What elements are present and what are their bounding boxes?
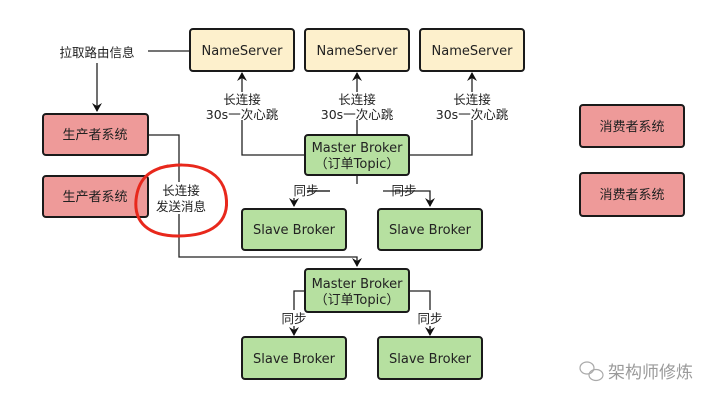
heartbeat-line-3 bbox=[409, 120, 473, 156]
send-line bbox=[148, 134, 362, 267]
send-label-2: 发送消息 bbox=[156, 199, 206, 214]
slave-label: Slave Broker bbox=[389, 223, 472, 238]
master-label: Master Broker bbox=[312, 277, 404, 292]
sync-label-2a: 同步 bbox=[281, 311, 306, 326]
producer-label: 生产者系统 bbox=[62, 190, 127, 205]
sync-arrow-1b bbox=[384, 190, 435, 207]
producer-2: 生产者系统 bbox=[42, 175, 149, 218]
watermark-text: 架构师修炼 bbox=[608, 363, 693, 383]
boxes: NameServer NameServer NameServer 生产者系统 生… bbox=[42, 28, 685, 380]
consumer-label: 消费者系统 bbox=[599, 120, 664, 135]
send-label-1: 长连接 bbox=[162, 183, 200, 198]
slave-broker-2a: Slave Broker bbox=[241, 336, 347, 380]
nameserver-label: NameServer bbox=[317, 44, 399, 59]
nameserver-2: NameServer bbox=[304, 28, 410, 72]
master-topic: （订单Topic） bbox=[315, 157, 400, 172]
sync-label-1a: 同步 bbox=[293, 183, 318, 198]
consumer-label: 消费者系统 bbox=[599, 188, 664, 203]
consumer-1: 消费者系统 bbox=[579, 104, 685, 148]
nameserver-label: NameServer bbox=[432, 44, 514, 59]
master-label: Master Broker bbox=[312, 141, 404, 156]
heartbeat-label-3b: 30s一次心跳 bbox=[436, 107, 509, 122]
slave-broker-2b: Slave Broker bbox=[377, 336, 483, 380]
producer-1: 生产者系统 bbox=[42, 113, 149, 156]
nameserver-3: NameServer bbox=[419, 28, 525, 72]
master-broker-2: Master Broker （订单Topic） bbox=[304, 268, 410, 313]
nameserver-label: NameServer bbox=[202, 44, 284, 59]
sync-line-2a bbox=[293, 290, 305, 310]
slave-label: Slave Broker bbox=[253, 352, 336, 367]
route-label: 拉取路由信息 bbox=[59, 45, 134, 60]
sync-label-1b: 同步 bbox=[391, 183, 416, 198]
heartbeat-label-1b: 30s一次心跳 bbox=[206, 107, 279, 122]
heartbeat-label-3a: 长连接 bbox=[453, 92, 491, 107]
sync-line-2b bbox=[409, 290, 431, 310]
sync-label-2b: 同步 bbox=[417, 311, 442, 326]
wechat-icon bbox=[579, 361, 604, 382]
slave-broker-1b: Slave Broker bbox=[377, 208, 483, 251]
consumer-2: 消费者系统 bbox=[579, 172, 685, 217]
heartbeat-labels: 长连接 30s一次心跳 长连接 30s一次心跳 长连接 30s一次心跳 bbox=[206, 92, 509, 122]
nameserver-1: NameServer bbox=[189, 28, 295, 72]
master-topic: （订单Topic） bbox=[315, 293, 400, 308]
producer-label: 生产者系统 bbox=[62, 128, 127, 143]
annotation-circle bbox=[134, 163, 229, 238]
heartbeat-line-1 bbox=[241, 120, 305, 156]
master-broker-1: Master Broker （订单Topic） bbox=[304, 134, 410, 176]
watermark: 架构师修炼 bbox=[579, 361, 693, 383]
heartbeat-label-1a: 长连接 bbox=[223, 92, 261, 107]
heartbeat-label-2b: 30s一次心跳 bbox=[321, 107, 394, 122]
slave-broker-1a: Slave Broker bbox=[241, 208, 347, 251]
slave-label: Slave Broker bbox=[389, 352, 472, 367]
slave-label: Slave Broker bbox=[253, 223, 336, 238]
heartbeat-label-2a: 长连接 bbox=[338, 92, 376, 107]
